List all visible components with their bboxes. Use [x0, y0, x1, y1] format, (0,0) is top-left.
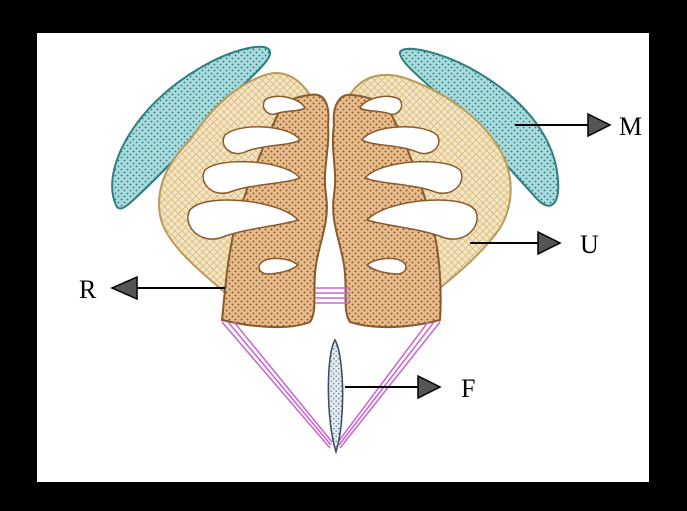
label-f: F — [461, 376, 475, 402]
arrow-f — [345, 376, 440, 398]
label-r: R — [79, 277, 96, 303]
arrow-r — [112, 277, 225, 299]
label-u: U — [580, 232, 599, 258]
label-m: M — [619, 114, 642, 140]
fin-ray-shape — [328, 340, 342, 452]
